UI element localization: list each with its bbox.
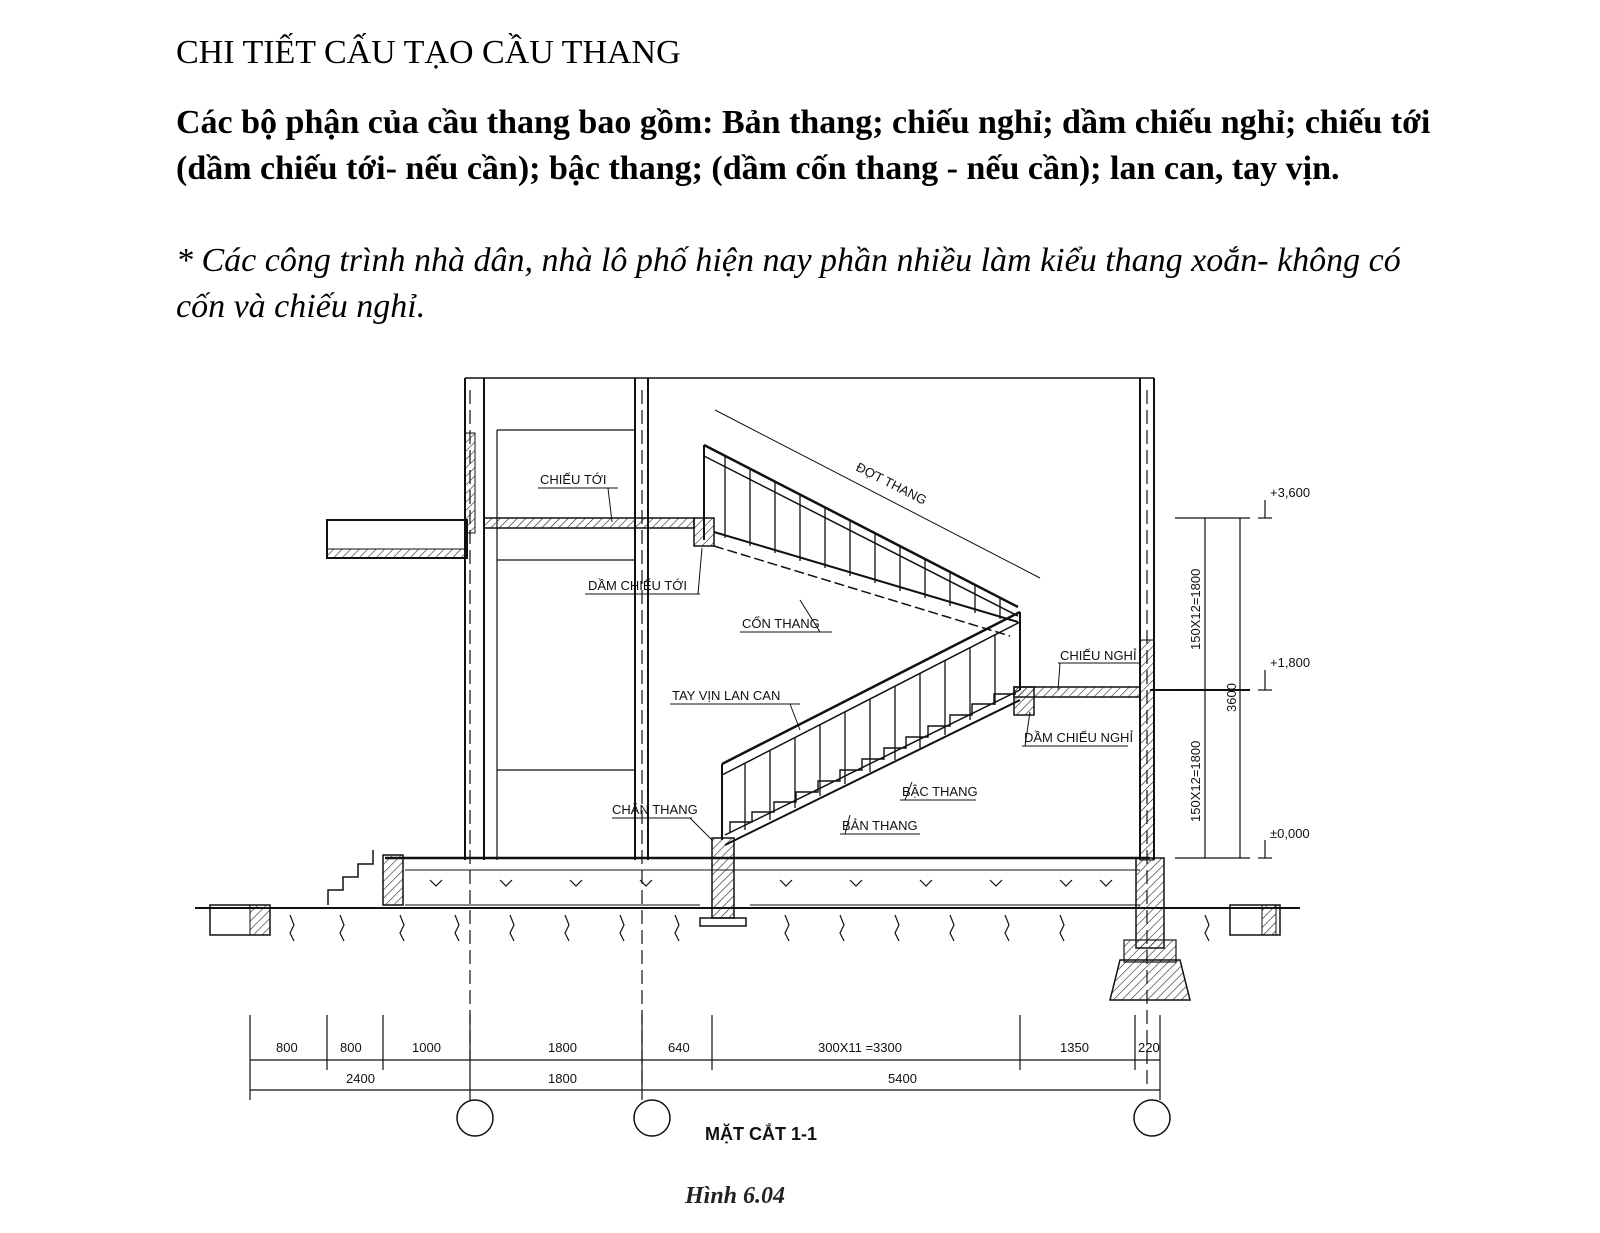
dim-7: 1350 xyxy=(1060,1040,1089,1055)
dim-total-2: 1800 xyxy=(548,1071,577,1086)
mid-landing xyxy=(1013,639,1250,861)
dim-1: 800 xyxy=(276,1040,298,1055)
leader-lines xyxy=(538,487,1140,841)
dim-total-1: 2400 xyxy=(346,1071,375,1086)
vdim-lower: 150X12=1800 xyxy=(1188,741,1203,822)
lower-balusters xyxy=(744,634,996,830)
label-con-thang: CỐN THANG xyxy=(742,616,820,631)
vdim-upper: 150X12=1800 xyxy=(1188,569,1203,650)
dim-5: 640 xyxy=(668,1040,690,1055)
vertical-dimensions xyxy=(1175,500,1272,859)
label-chieu-toi: CHIẾU TỚI xyxy=(540,472,607,487)
level-top: +3,600 xyxy=(1270,485,1310,500)
level-base: ±0,000 xyxy=(1270,826,1310,841)
label-chan-thang: CHÂN THANG xyxy=(612,802,698,817)
label-ban-thang: BẢN THANG xyxy=(842,818,918,833)
note-paragraph: * Các công trình nhà dân, nhà lô phố hiệ… xyxy=(176,242,1401,325)
figure-caption: Hình 6.04 xyxy=(684,1183,785,1209)
page-heading: CHI TIẾT CẤU TẠO CẦU THANG xyxy=(176,34,681,71)
ground-foundation xyxy=(195,837,1300,1001)
label-tay-vin: TAY VỊN LAN CAN xyxy=(672,688,780,703)
upper-flight xyxy=(703,409,1041,637)
dim-8: 220 xyxy=(1138,1040,1160,1055)
label-chieu-nghi: CHIẾU NGHỈ xyxy=(1060,648,1137,663)
soil-marks xyxy=(289,879,1210,942)
top-landing xyxy=(326,432,715,559)
horizontal-dimensions xyxy=(249,1015,1171,1137)
dim-total-3: 5400 xyxy=(888,1071,917,1086)
level-mid: +1,800 xyxy=(1270,655,1310,670)
label-dam-chieu-nghi: DẦM CHIẾU NGHỈ xyxy=(1024,730,1133,745)
lead-paragraph: Các bộ phận của cầu thang bao gồm: Bản t… xyxy=(176,104,1431,187)
label-dot-thang: ĐỢT THANG xyxy=(854,459,930,507)
label-dam-chieu-toi: DẦM CHIẾU TỚI xyxy=(588,578,687,593)
dim-3: 1000 xyxy=(412,1040,441,1055)
lower-flight xyxy=(721,610,1021,846)
vdim-total: 3600 xyxy=(1224,683,1239,712)
dim-6: 300X11 =3300 xyxy=(818,1040,902,1055)
dim-4: 1800 xyxy=(548,1040,577,1055)
section-title: MẶT CẮT 1-1 xyxy=(705,1123,817,1144)
upper-balusters xyxy=(724,456,1001,619)
dim-2: 800 xyxy=(340,1040,362,1055)
label-bac-thang: BẬC THANG xyxy=(902,784,978,799)
